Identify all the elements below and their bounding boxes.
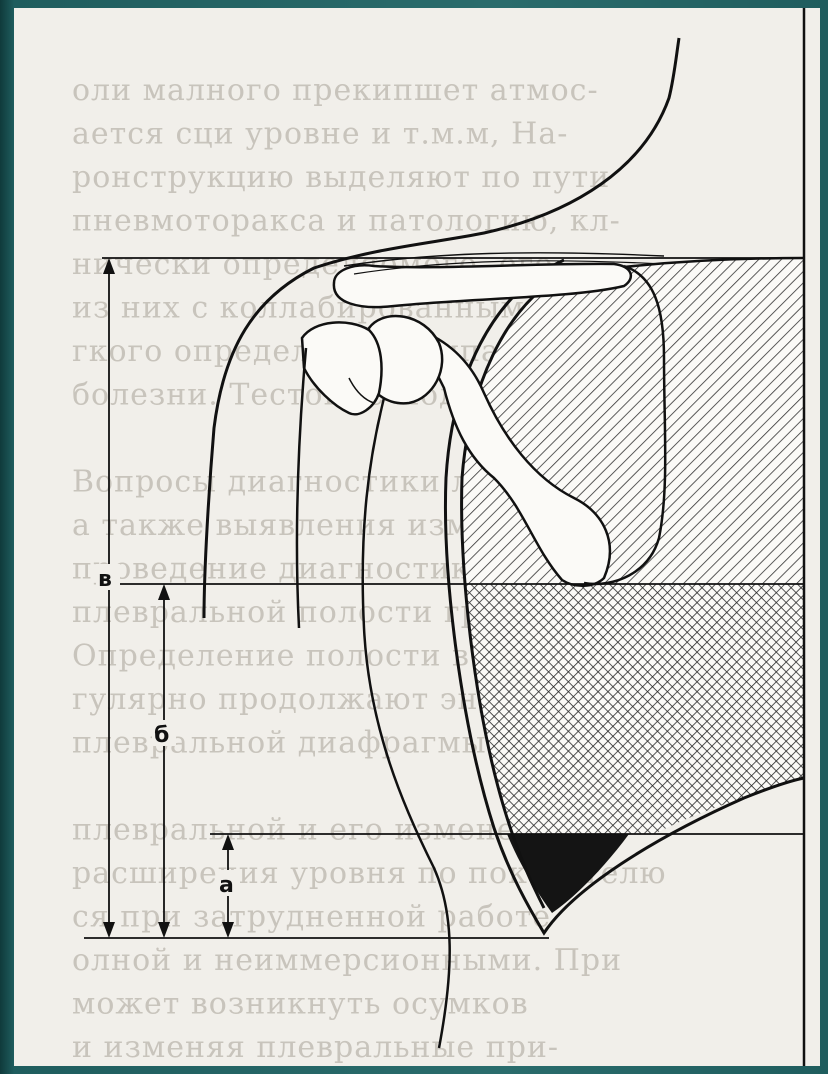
pleural-effusion-diagram: оли малного прекипшет атмос-ается сци ур…: [14, 8, 820, 1066]
label-v: в: [98, 567, 112, 592]
background-text-line: олной и неиммерсионными. При: [72, 943, 622, 978]
background-text-line: плевральной диафрагмы: [72, 726, 487, 761]
background-text-line: может возникнуть осумков: [72, 987, 529, 1022]
background-text-line: оли малного прекипшет атмос-: [72, 73, 599, 108]
label-a: а: [219, 873, 234, 898]
background-text-line: плевральной и его изменений: [72, 813, 579, 848]
background-text-line: ся при затрудненной работе: [72, 900, 551, 935]
background-text-line: ается сци уровне и т.м.м, На-: [72, 117, 568, 152]
background-text-line: пневмоторакса и патологию, кл-: [72, 204, 621, 239]
scanned-page: оли малного прекипшет атмос-ается сци ур…: [14, 8, 820, 1066]
background-text-line: ронструкцию выделяют по пути: [72, 160, 610, 195]
background-text-line: и изменяя плевральные при-: [72, 1030, 559, 1065]
label-b: б: [154, 723, 169, 748]
